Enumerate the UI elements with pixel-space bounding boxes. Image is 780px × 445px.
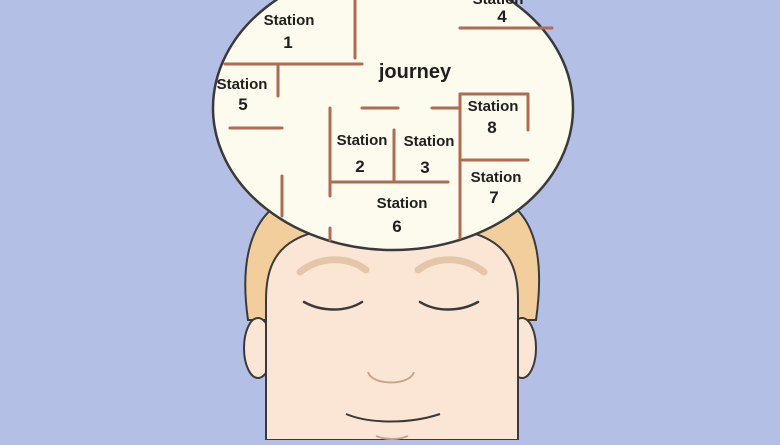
- station-4: Station 4: [473, 0, 524, 26]
- journey-title: journey: [378, 61, 452, 83]
- station-3-number: 3: [420, 158, 429, 177]
- station-6-label: Station: [377, 195, 428, 212]
- station-6: Station 6: [377, 195, 428, 236]
- chin-line: [375, 435, 409, 440]
- station-6-number: 6: [392, 217, 401, 236]
- station-3: Station 3: [404, 133, 455, 177]
- station-5-label: Station: [217, 76, 268, 93]
- station-2: Station 2: [337, 132, 388, 176]
- right-eye-closed: [418, 300, 480, 311]
- maze-walls: [223, 0, 554, 242]
- station-7: Station 7: [471, 169, 522, 207]
- station-8-label: Station: [468, 98, 519, 115]
- station-3-label: Station: [404, 133, 455, 150]
- right-eyebrow: [414, 256, 488, 276]
- station-7-number: 7: [489, 188, 498, 207]
- station-1-number: 1: [283, 33, 292, 52]
- thought-bubble: [211, 0, 575, 252]
- station-7-label: Station: [471, 169, 522, 186]
- station-2-number: 2: [355, 157, 364, 176]
- left-eye-closed: [302, 300, 364, 311]
- left-eyebrow: [296, 256, 370, 276]
- station-1: Station 1: [264, 12, 315, 52]
- nose: [367, 371, 415, 384]
- station-2-label: Station: [337, 132, 388, 149]
- station-8-number: 8: [487, 118, 496, 137]
- mouth: [345, 413, 441, 423]
- face: [265, 223, 519, 441]
- station-4-label: Station: [473, 0, 524, 8]
- station-1-label: Station: [264, 12, 315, 29]
- station-5-number: 5: [238, 95, 247, 114]
- station-5: Station 5: [217, 76, 268, 114]
- station-8: Station 8: [468, 98, 519, 137]
- station-4-number: 4: [497, 7, 507, 26]
